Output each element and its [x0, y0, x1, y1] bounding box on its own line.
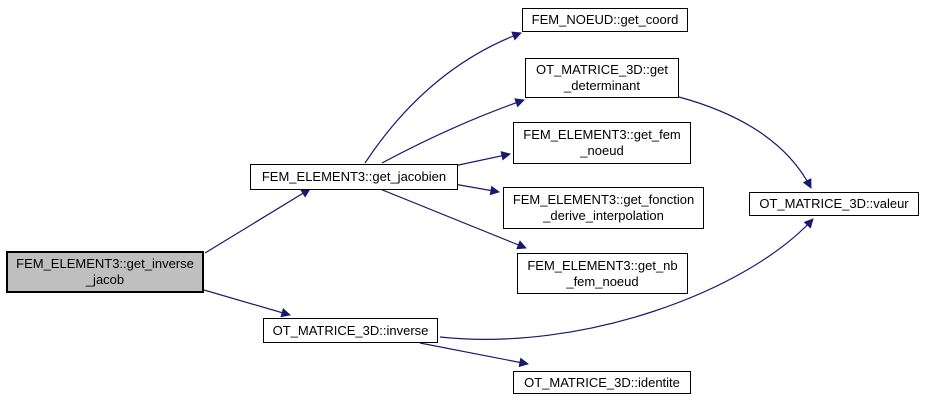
node-fem-noeud-get-coord[interactable]: FEM_NOEUD::get_coord — [522, 8, 688, 32]
edge-get-jacobien-to-get-determinant — [381, 98, 525, 164]
node-fem-element3-get-fonction-derive-interpolation[interactable]: FEM_ELEMENT3::get_fonction _derive_inter… — [503, 187, 704, 229]
node-ot-matrice-3d-identite[interactable]: OT_MATRICE_3D::identite — [513, 371, 691, 394]
edge-inverse-to-identite — [419, 342, 529, 368]
edge-get-jacobien-to-get-fonction — [453, 183, 500, 196]
node-ot-matrice-3d-get-determinant[interactable]: OT_MATRICE_3D::get _determinant — [525, 58, 679, 98]
edge-get-jacobien-to-get-coord — [364, 31, 522, 164]
edge-get-determinant-to-valeur — [678, 96, 812, 189]
edge-get-jacobien-to-get-nb-fem-noeud — [379, 188, 527, 250]
node-fem-element3-get-fem-noeud[interactable]: FEM_ELEMENT3::get_fem _noeud — [513, 122, 691, 164]
edge-get-inverse-jacob-to-get-jacobien — [204, 188, 311, 254]
node-fem-element3-get-nb-fem-noeud[interactable]: FEM_ELEMENT3::get_nb _fem_noeud — [517, 253, 688, 294]
edge-get-inverse-jacob-to-inverse — [203, 289, 291, 318]
node-fem-element3-get-jacobien[interactable]: FEM_ELEMENT3::get_jacobien — [250, 164, 458, 190]
node-ot-matrice-3d-inverse[interactable]: OT_MATRICE_3D::inverse — [263, 318, 438, 343]
node-fem-element3-get-inverse-jacob: FEM_ELEMENT3::get_inverse _jacob — [6, 251, 204, 293]
node-ot-matrice-3d-valeur[interactable]: OT_MATRICE_3D::valeur — [749, 192, 919, 216]
edge-get-jacobien-to-get-fem-noeud — [453, 151, 511, 167]
edge-inverse-to-valeur — [439, 218, 814, 340]
